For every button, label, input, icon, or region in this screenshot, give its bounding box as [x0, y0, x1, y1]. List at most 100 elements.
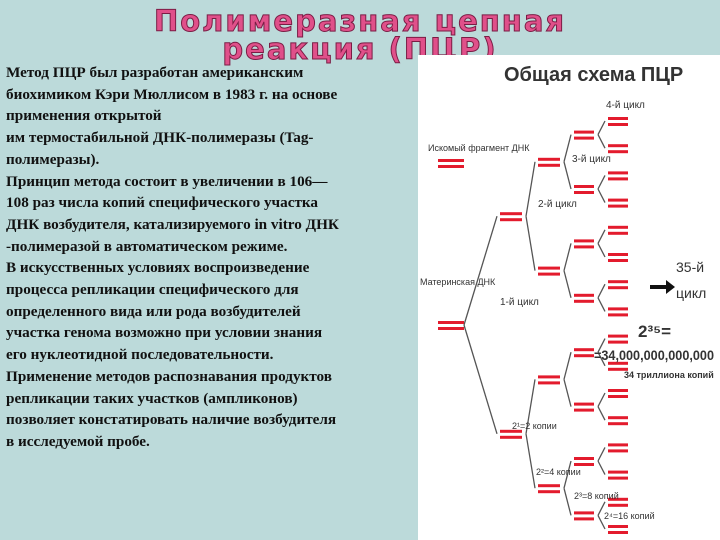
dna-strand-pair [608, 334, 628, 344]
cycle-4-label: 4-й цикл [606, 100, 645, 111]
dna-strand-pair [500, 429, 522, 439]
branch-line [597, 406, 606, 421]
branch-line [525, 379, 536, 434]
parent-dna-strand [438, 321, 464, 330]
dna-strand-pair [574, 348, 594, 358]
dna-strand-pair [608, 443, 628, 453]
branch-line [597, 501, 606, 516]
branch-line [525, 161, 536, 217]
text-line: репликации таких участков (ампликонов) [6, 389, 298, 407]
branch-line [597, 338, 606, 353]
scheme-title: Общая схема ПЦР [504, 64, 683, 86]
dna-strand-pair [538, 266, 560, 276]
text-line: Метод ПЦР был разработан американским [6, 64, 304, 81]
branch-line [563, 161, 572, 190]
dna-strand-pair [574, 293, 594, 303]
dna-strand-pair [608, 470, 628, 480]
dna-strand-pair [608, 416, 628, 426]
power-expression: 2³⁵= [638, 322, 671, 341]
cycle-2-label: 2-й цикл [538, 199, 577, 210]
branch-line [563, 352, 572, 380]
dna-strand-pair [538, 375, 560, 385]
branch-line [597, 297, 606, 312]
text-line: В искусственных условиях воспроизведение [6, 259, 310, 277]
dna-strand-pair [608, 497, 628, 507]
branch-line [463, 324, 498, 434]
dna-strand-pair [574, 130, 594, 140]
dna-strand-pair [608, 525, 628, 534]
dna-strand-pair [608, 225, 628, 235]
text-line: -полимеразой в автоматическом режиме. [6, 237, 288, 255]
branch-line [563, 488, 572, 516]
dna-strand-pair [608, 389, 628, 398]
dna-strand-pair [608, 253, 628, 262]
copies-16-label: 2⁴=16 копий [604, 511, 655, 521]
pcr-scheme-diagram: Общая схема ПЦР 4-й цикл Искомый фрагмен… [418, 55, 720, 540]
dna-strand-pair [538, 484, 560, 494]
branch-line [597, 515, 606, 530]
dna-strands [438, 117, 628, 534]
slide-title-line-1: Полимеразная цепная [153, 4, 567, 39]
branch-line [597, 351, 606, 367]
target-fragment-strand [438, 159, 464, 168]
text-line: 108 раз числа копий специфического участ… [6, 194, 319, 212]
copies-big-number: =34,000,000,000,000 [594, 347, 714, 363]
dna-strand-pair [538, 157, 560, 167]
cycle-1-label: 1-й цикл [500, 297, 539, 308]
branch-line [597, 175, 606, 190]
branch-line [597, 283, 606, 299]
branch-line [597, 243, 606, 258]
dna-strand-pair [608, 117, 628, 126]
text-line: Применение методов распознавания продукт… [6, 367, 332, 385]
branch-line [597, 120, 606, 135]
dna-strand-pair [608, 198, 628, 208]
branch-line [563, 243, 572, 271]
branch-lines [463, 120, 606, 530]
text-line: им термостабильной ДНК-полимеразы (Tag- [6, 129, 314, 147]
dna-strand-pair [574, 511, 594, 521]
pcr-tree-svg: Общая схема ПЦР 4-й цикл Искомый фрагмен… [420, 64, 714, 534]
cycle-35-label: 35-й [676, 259, 704, 275]
copies-8-label: 2³=8 копий [574, 491, 619, 501]
branch-line [463, 216, 498, 326]
text-line: его нуклеотидной последовательности. [6, 346, 274, 364]
dna-strand-pair [574, 239, 594, 249]
dna-strand-pair [608, 144, 628, 154]
branch-line [563, 134, 572, 162]
branch-line [563, 379, 572, 407]
branch-line [597, 447, 606, 462]
copies-4-label: 2²=4 копии [536, 467, 581, 477]
copies-2-label: 2¹=2 копии [512, 421, 557, 431]
branch-line [563, 460, 572, 489]
branch-line [597, 134, 606, 149]
dna-strand-pair [608, 171, 628, 181]
dna-strand-pair [608, 280, 628, 290]
text-line: ДНК возбудителя, катализируемого in vitr… [6, 215, 339, 233]
trillion-note: 34 триллиона копий [624, 370, 714, 380]
dna-strand-pair [574, 457, 594, 466]
text-line: определенного вида или рода возбудителей [6, 302, 301, 320]
branch-line [597, 460, 606, 475]
text-line: процесса репликации специфического для [6, 281, 299, 299]
branch-line [525, 433, 536, 489]
text-line: позволяет констатировать наличие возбуди… [6, 411, 337, 429]
text-line: участка генома возможно при условии знан… [6, 324, 323, 342]
text-line: в исследуемой пробе. [6, 432, 150, 450]
text-line: применения открытой [6, 107, 162, 125]
branch-line [563, 270, 572, 298]
description-text: Метод ПЦР был разработан американским би… [6, 62, 452, 453]
target-fragment-label: Искомый фрагмент ДНК [428, 143, 530, 153]
parent-dna-label: Материнская ДНК [420, 277, 496, 287]
branch-line [597, 392, 606, 407]
dna-strand-pair [574, 402, 594, 412]
branch-line [597, 229, 606, 244]
cycle-35-label-word: цикл [676, 285, 706, 301]
arrow-icon [650, 280, 675, 294]
text-line: биохимиком Кэри Мюллисом в 1983 г. на ос… [6, 85, 338, 103]
cycle-3-label: 3-й цикл [572, 154, 611, 165]
text-line: полимеразы). [6, 150, 100, 168]
dna-strand-pair [574, 185, 594, 194]
branch-line [597, 188, 606, 203]
text-line: Принцип метода состоит в увеличении в 10… [6, 172, 328, 190]
dna-strand-pair [608, 361, 628, 371]
